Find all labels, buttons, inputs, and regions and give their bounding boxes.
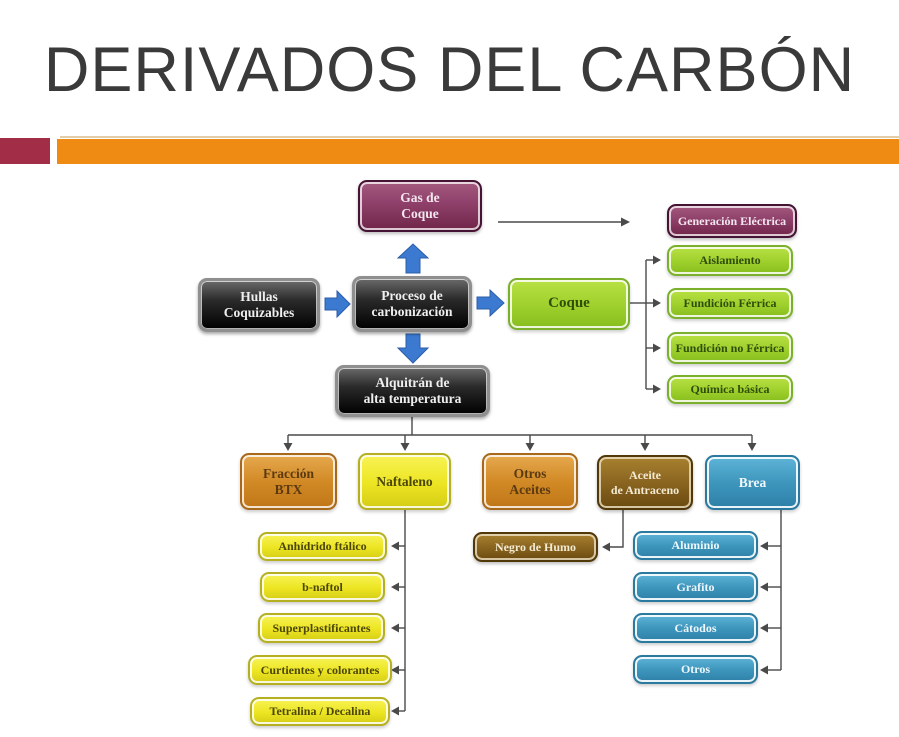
node-aceite-de-antraceno: Aceite de Antraceno	[597, 455, 693, 510]
accent-square	[0, 138, 50, 164]
node-b-naftol: b-naftol	[260, 572, 385, 602]
node-grafito: Grafito	[633, 572, 758, 602]
node-fundicion-no-ferrica: Fundición no Férrica	[667, 332, 793, 364]
node-otros-aceites: Otros Aceites	[482, 453, 578, 510]
node-alquitran-alta-temperatura: Alquitrán de alta temperatura	[335, 365, 490, 417]
node-fundicion-ferrica: Fundición Férrica	[667, 288, 793, 319]
node-generacion-electrica: Generación Eléctrica	[667, 204, 797, 238]
node-anhidrido-ftalico: Anhídrido ftálico	[258, 532, 387, 561]
node-aluminio: Aluminio	[633, 531, 758, 560]
node-hullas-coquizables: Hullas Coquizables	[198, 278, 320, 332]
node-otros: Otros	[633, 655, 758, 684]
node-superplastificantes: Superplastificantes	[258, 613, 385, 643]
node-catodos: Cátodos	[633, 613, 758, 643]
node-coque: Coque	[508, 278, 630, 330]
header-rule	[60, 136, 899, 138]
node-curtientes-y-colorantes: Curtientes y colorantes	[248, 655, 392, 685]
node-naftaleno: Naftaleno	[358, 453, 451, 510]
flow-arrow-up-proceso-gas	[396, 243, 430, 274]
flow-arrow-right-hullas-proceso	[324, 289, 351, 319]
node-quimica-basica: Química básica	[667, 375, 793, 404]
node-brea: Brea	[705, 455, 800, 510]
accent-bar	[57, 139, 899, 164]
node-proceso-de-carbonizacion: Proceso de carbonización	[352, 276, 472, 332]
node-fraccion-btx: Fracción BTX	[240, 453, 337, 510]
node-negro-de-humo: Negro de Humo	[473, 532, 598, 562]
flow-arrow-down-proceso-alquitran	[396, 333, 430, 364]
node-gas-de-coque: Gas de Coque	[358, 180, 482, 232]
node-aislamiento: Aislamiento	[667, 245, 793, 276]
flow-arrow-right-proceso-coque	[476, 288, 505, 318]
page-title: DERIVADOS DEL CARBÓN	[43, 35, 856, 105]
node-tetralina-decalina: Tetralina / Decalina	[250, 697, 390, 726]
